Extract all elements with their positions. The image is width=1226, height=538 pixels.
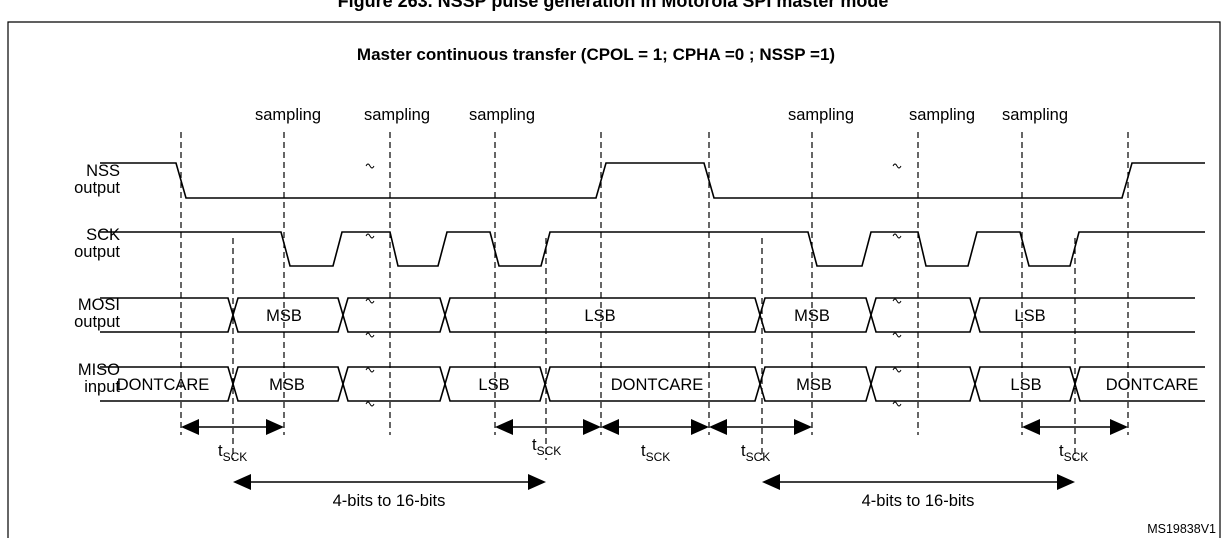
miso-lsb-label: LSB [478,376,509,394]
tsck-label: tSCK [741,442,770,464]
figure-title: Figure 263. NSSP pulse generation in Mot… [338,0,889,11]
mosi-label: MOSI [78,296,120,314]
break-marks [365,163,902,407]
tsck-arrow [1022,419,1128,435]
sck-waveform [100,231,1205,267]
tsck-arrow [709,419,812,435]
sampling-label: sampling [255,106,321,124]
range-arrow [762,474,1075,490]
sck-kind-label: output [74,243,120,261]
nss-label: NSS [86,162,120,180]
tsck-label: tSCK [532,436,561,458]
mosi-kind-label: output [74,313,120,331]
sampling-label: sampling [364,106,430,124]
mosi-lsb-label: LSB [584,307,615,325]
sampling-label: sampling [469,106,535,124]
miso-msb-label: MSB [796,376,832,394]
miso-dontcare-label: DONTCARE [117,376,210,394]
nss-kind-label: output [74,179,120,197]
range-label: 4-bits to 16-bits [862,492,975,510]
sck-label: SCK [86,226,120,244]
miso-dontcare-label: DONTCARE [1106,376,1199,394]
sampling-label: sampling [909,106,975,124]
miso-lsb-label: LSB [1010,376,1041,394]
miso-bus [100,366,1205,402]
sampling-label: sampling [1002,106,1068,124]
tsck-label: tSCK [1059,442,1088,464]
sampling-labels: sampling sampling sampling sampling samp… [255,106,1068,124]
signal-labels: NSS output SCK output MOSI output MISO i… [74,162,120,396]
tsck-label: tSCK [218,442,247,464]
mosi-bus [100,297,1195,333]
figure-frame [7,21,1221,538]
range-arrow [233,474,546,490]
diagram-subtitle: Master continuous transfer (CPOL = 1; CP… [357,45,835,64]
sampling-label: sampling [788,106,854,124]
nss-waveform [100,162,1205,199]
figure-id: MS19838V1 [1147,522,1216,536]
mosi-lsb-label: LSB [1014,307,1045,325]
tsck-arrows [181,419,1128,435]
miso-label: MISO [78,361,120,379]
miso-kind-label: input [84,378,120,396]
tsck-label: tSCK [641,442,670,464]
tsck-arrow [181,419,284,435]
mosi-msb-label: MSB [266,307,302,325]
miso-dontcare-label: DONTCARE [611,376,704,394]
miso-msb-label: MSB [269,376,305,394]
range-label: 4-bits to 16-bits [333,492,446,510]
range-arrows [233,474,1075,490]
mosi-msb-label: MSB [794,307,830,325]
tsck-arrow [601,419,709,435]
tsck-arrow [495,419,601,435]
tsck-labels: tSCK tSCK tSCK tSCK tSCK [218,436,1088,464]
edge-markers [180,132,1129,460]
